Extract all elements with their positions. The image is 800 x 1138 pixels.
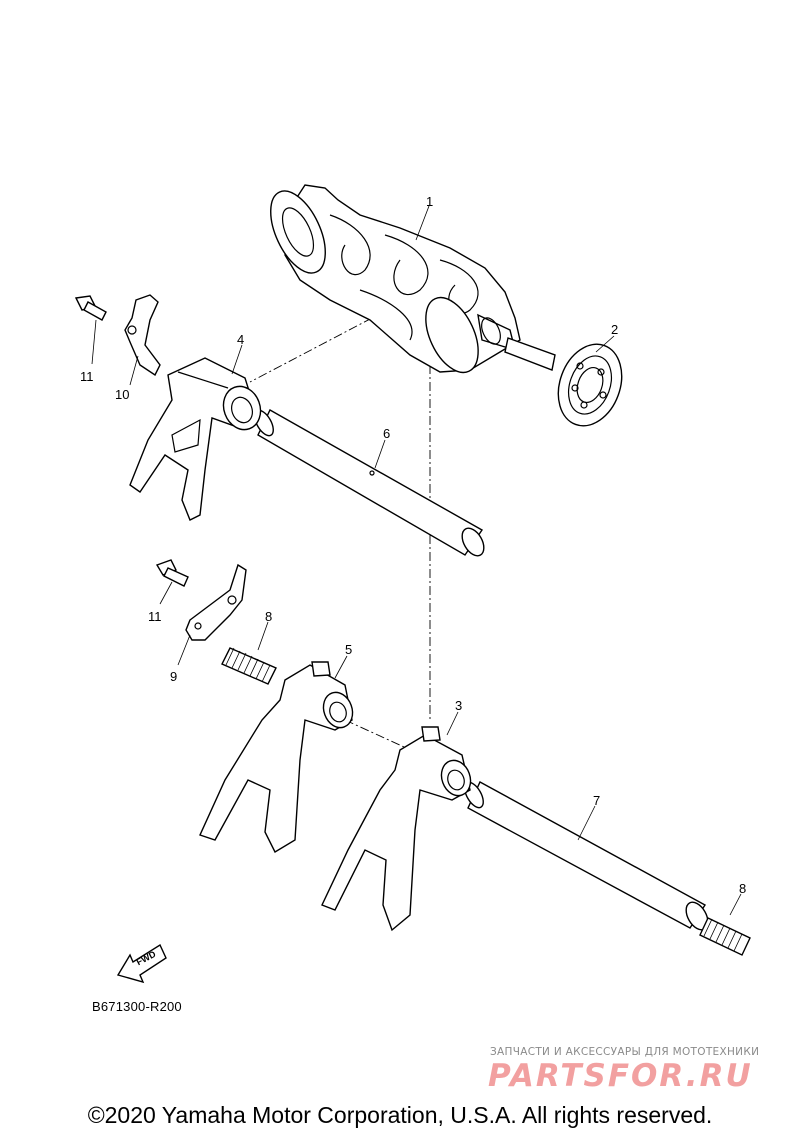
- callout-6: 6: [383, 426, 391, 441]
- callout-11-upper: 11: [80, 369, 94, 384]
- shift-fork-5: [199, 661, 354, 853]
- callout-1: 1: [426, 194, 434, 209]
- reference-code: B671300-R200: [92, 999, 182, 1014]
- callout-7: 7: [593, 793, 601, 808]
- callout-10: 10: [115, 387, 130, 402]
- bolt-upper: [74, 295, 107, 321]
- shift-drum: [270, 184, 556, 374]
- stopper-plate-lower: [185, 563, 247, 641]
- bearing: [557, 343, 623, 427]
- upper-fork-shaft: [254, 409, 485, 557]
- callout-2: 2: [611, 322, 619, 337]
- stopper-plate-upper: [124, 294, 161, 377]
- watermark-tagline: ЗАПЧАСТИ И АКСЕССУАРЫ ДЛЯ МОТОТЕХНИКИ: [490, 1046, 760, 1058]
- watermark-brand: PARTSFOR.RU: [488, 1058, 753, 1094]
- callout-4: 4: [237, 332, 245, 347]
- callout-11-lower: 11: [148, 609, 162, 624]
- spring-lower: [699, 917, 751, 956]
- leader-lines: [91, 205, 742, 916]
- bolt-lower: [155, 559, 189, 587]
- callout-8-lower: 8: [739, 881, 747, 896]
- callout-9: 9: [170, 669, 178, 684]
- shift-fork-upper: [129, 357, 262, 521]
- assembly-centerlines: [249, 317, 431, 753]
- fwd-arrow: [116, 943, 167, 984]
- callout-3: 3: [455, 698, 463, 713]
- shift-fork-3: [321, 726, 472, 932]
- copyright-notice: ©2020 Yamaha Motor Corporation, U.S.A. A…: [87, 1102, 713, 1128]
- lower-fork-shaft: [464, 781, 709, 931]
- callout-8-upper: 8: [265, 609, 273, 624]
- callout-5: 5: [345, 642, 353, 657]
- spring-upper: [221, 647, 277, 685]
